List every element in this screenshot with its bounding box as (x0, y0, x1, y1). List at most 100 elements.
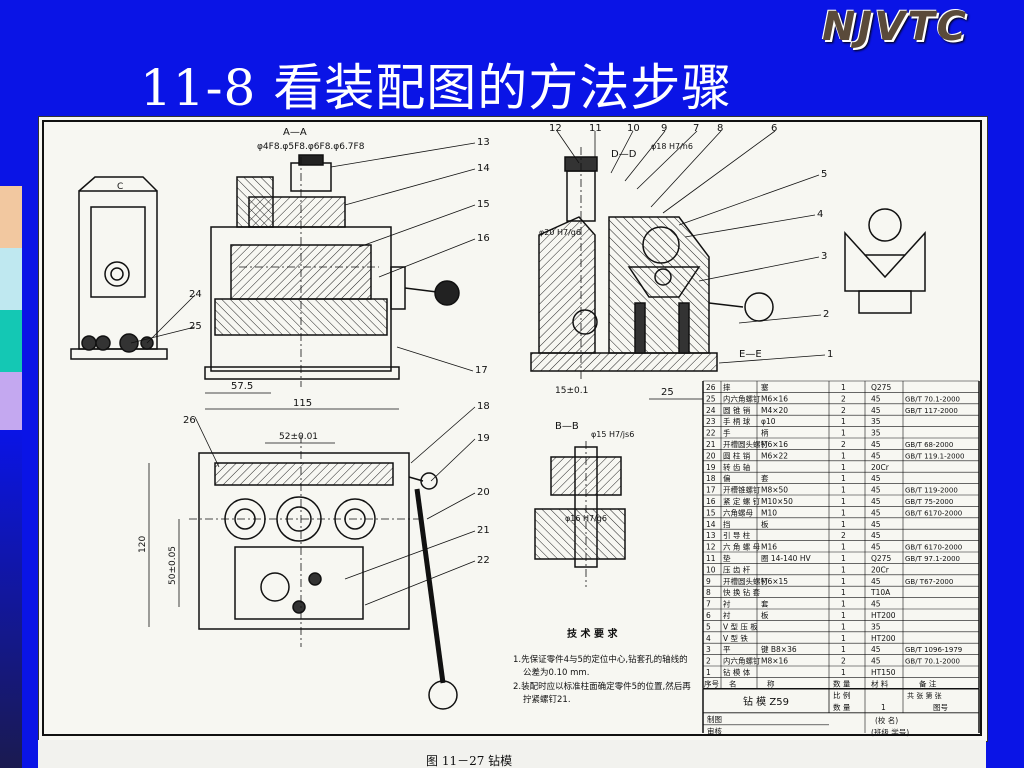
bom-cell: 24 (706, 406, 716, 415)
bom-cell: T10A (870, 588, 891, 597)
title-block-drawing-no: 图号 (933, 703, 948, 712)
dim-52: 52±0.01 (279, 432, 318, 442)
bom-cell: GB/T 119.1-2000 (905, 452, 964, 460)
bom-cell: 衬 (723, 610, 731, 620)
bom-cell: GB/T 70.1-2000 (905, 658, 960, 666)
balloon-13: 13 (477, 137, 490, 148)
bom-cell: 2 (841, 657, 846, 666)
bom-cell: 垫 (723, 553, 731, 563)
title-block-school: (校 名) (875, 715, 898, 725)
leader-lines (130, 130, 826, 606)
bom-cell: 35 (871, 417, 881, 426)
bom-cell: 19 (706, 463, 716, 472)
drawing-frame (42, 120, 982, 736)
bom-header: 备 注 (919, 678, 937, 688)
bb-section-view (534, 441, 626, 587)
bom-cell: 引 导 柱 (723, 530, 751, 540)
dim-50: 50±0.05 (168, 546, 178, 585)
balloon-25: 25 (189, 321, 202, 332)
bom-cell: Q275 (871, 383, 891, 392)
bom-cell: 开槽圆头螺钉 (723, 576, 768, 586)
bom-cell: 压 齿 杆 (723, 564, 751, 574)
balloon-3: 3 (821, 251, 827, 262)
bom-cell: 45 (871, 645, 881, 654)
bom-cell: 17 (706, 486, 716, 495)
title-block-qty-label: 数 量 (833, 702, 851, 712)
bom-cell: GB/T 6170-2000 (905, 509, 962, 517)
balloon-10: 10 (627, 123, 640, 134)
bom-cell: M10×50 (761, 497, 793, 506)
title-block-drawn: 制图 (707, 714, 722, 724)
bom-cell: 平 (723, 645, 731, 654)
bom-cell: 紧 定 螺 钉 (723, 496, 761, 506)
left-color-strip (0, 0, 22, 768)
bom-cell: 4 (706, 634, 711, 643)
bom-cell: 1 (841, 622, 846, 631)
tech-requirements: 技 术 要 求 1.先保证零件4与5的定位中心,钻套孔的轴线的 公差为0.10 … (513, 627, 691, 705)
title-block-name: 钻 模 Z59 (743, 695, 789, 708)
njvtc-logo: NJVTC (822, 4, 968, 50)
bom-cell: 1 (841, 668, 846, 677)
bom-cell: 1 (841, 634, 846, 643)
svg-text:C: C (117, 182, 123, 192)
bom-cell: 18 (706, 474, 716, 483)
dim-fits: φ4F8.φ5F8.φ6F8.φ6.7F8 (257, 142, 365, 152)
label-bb: B—B (555, 421, 579, 432)
bom-cell: 45 (871, 600, 881, 609)
bom-cell: M16 (761, 543, 777, 552)
bom-cell: 键 B8×36 (761, 644, 797, 654)
bom-cell: 圆 锥 销 (723, 405, 751, 415)
bom-cell: V 型 铁 (723, 633, 748, 643)
bom-cell: GB/ T67-2000 (905, 578, 953, 586)
bom-cell: 1 (841, 645, 846, 654)
bom-cell: HT200 (871, 634, 896, 643)
bom-cell: 挡 (723, 519, 731, 529)
bom-cell: 1 (841, 577, 846, 586)
bom-cell: GB/T 97.1-2000 (905, 555, 960, 563)
bom-cell: 45 (871, 531, 881, 540)
bom-cell: 45 (871, 520, 881, 529)
bom-cell: 1 (841, 554, 846, 563)
balloon-1: 1 (827, 349, 833, 360)
bom-cell: GB/T 119-2000 (905, 487, 958, 495)
bom-cell: 45 (871, 577, 881, 586)
balloon-18: 18 (477, 401, 490, 412)
tech-req-line-1b: 公差为0.10 mm. (523, 667, 589, 678)
slide-title: 11-8 看装配图的方法步骤 (140, 59, 733, 117)
bom-cell: 手 柄 球 (723, 416, 751, 426)
bom-cell: 1 (841, 417, 846, 426)
bom-cell: GB/T 70.1-2000 (905, 395, 960, 403)
dim-phi15: φ15 H7/js6 (591, 430, 634, 439)
bom-header: 数 量 (833, 678, 851, 688)
bom-cell: 9 (706, 577, 711, 586)
balloon-24: 24 (189, 289, 202, 300)
bom-cell: GB/T 6170-2000 (905, 544, 962, 552)
balloon-17: 17 (475, 365, 488, 376)
title-block-sheet-label: 共 张 第 张 (907, 691, 942, 700)
bom-cell: 45 (871, 497, 881, 506)
bom-cell: 15 (706, 508, 716, 517)
bom-cell: M6×16 (761, 440, 788, 449)
bom-cell: 13 (706, 531, 716, 540)
v-detail-view (844, 208, 926, 314)
dim-phi16: φ16 H7/g6 (565, 514, 607, 523)
dim-phi20: φ20 H7/g6 (539, 228, 581, 237)
bom-cell: 衬 (723, 599, 731, 609)
bom-cell: 手 (723, 428, 731, 438)
bom-cell: 1 (841, 463, 846, 472)
balloons: 1 2 3 4 5 6 8 7 9 10 11 12 13 14 15 16 1… (183, 123, 833, 566)
bom-cell: 8 (706, 588, 711, 597)
bom-cell: 2 (841, 531, 846, 540)
bom-cell: V 型 压 板 (723, 621, 758, 631)
bom-cell: 1 (841, 451, 846, 460)
bom-cell: 1 (841, 383, 846, 392)
bom-cell: 16 (706, 497, 716, 506)
bom-cell: HT200 (871, 611, 896, 620)
bom-cell: M6×22 (761, 451, 788, 460)
balloon-26: 26 (183, 415, 196, 426)
bom-cell: 快 换 钻 套 (723, 587, 761, 597)
tech-req-line-2b: 拧紧螺钉21. (523, 694, 571, 705)
bom-cell: 11 (706, 554, 716, 563)
bom-cell: 1 (841, 611, 846, 620)
